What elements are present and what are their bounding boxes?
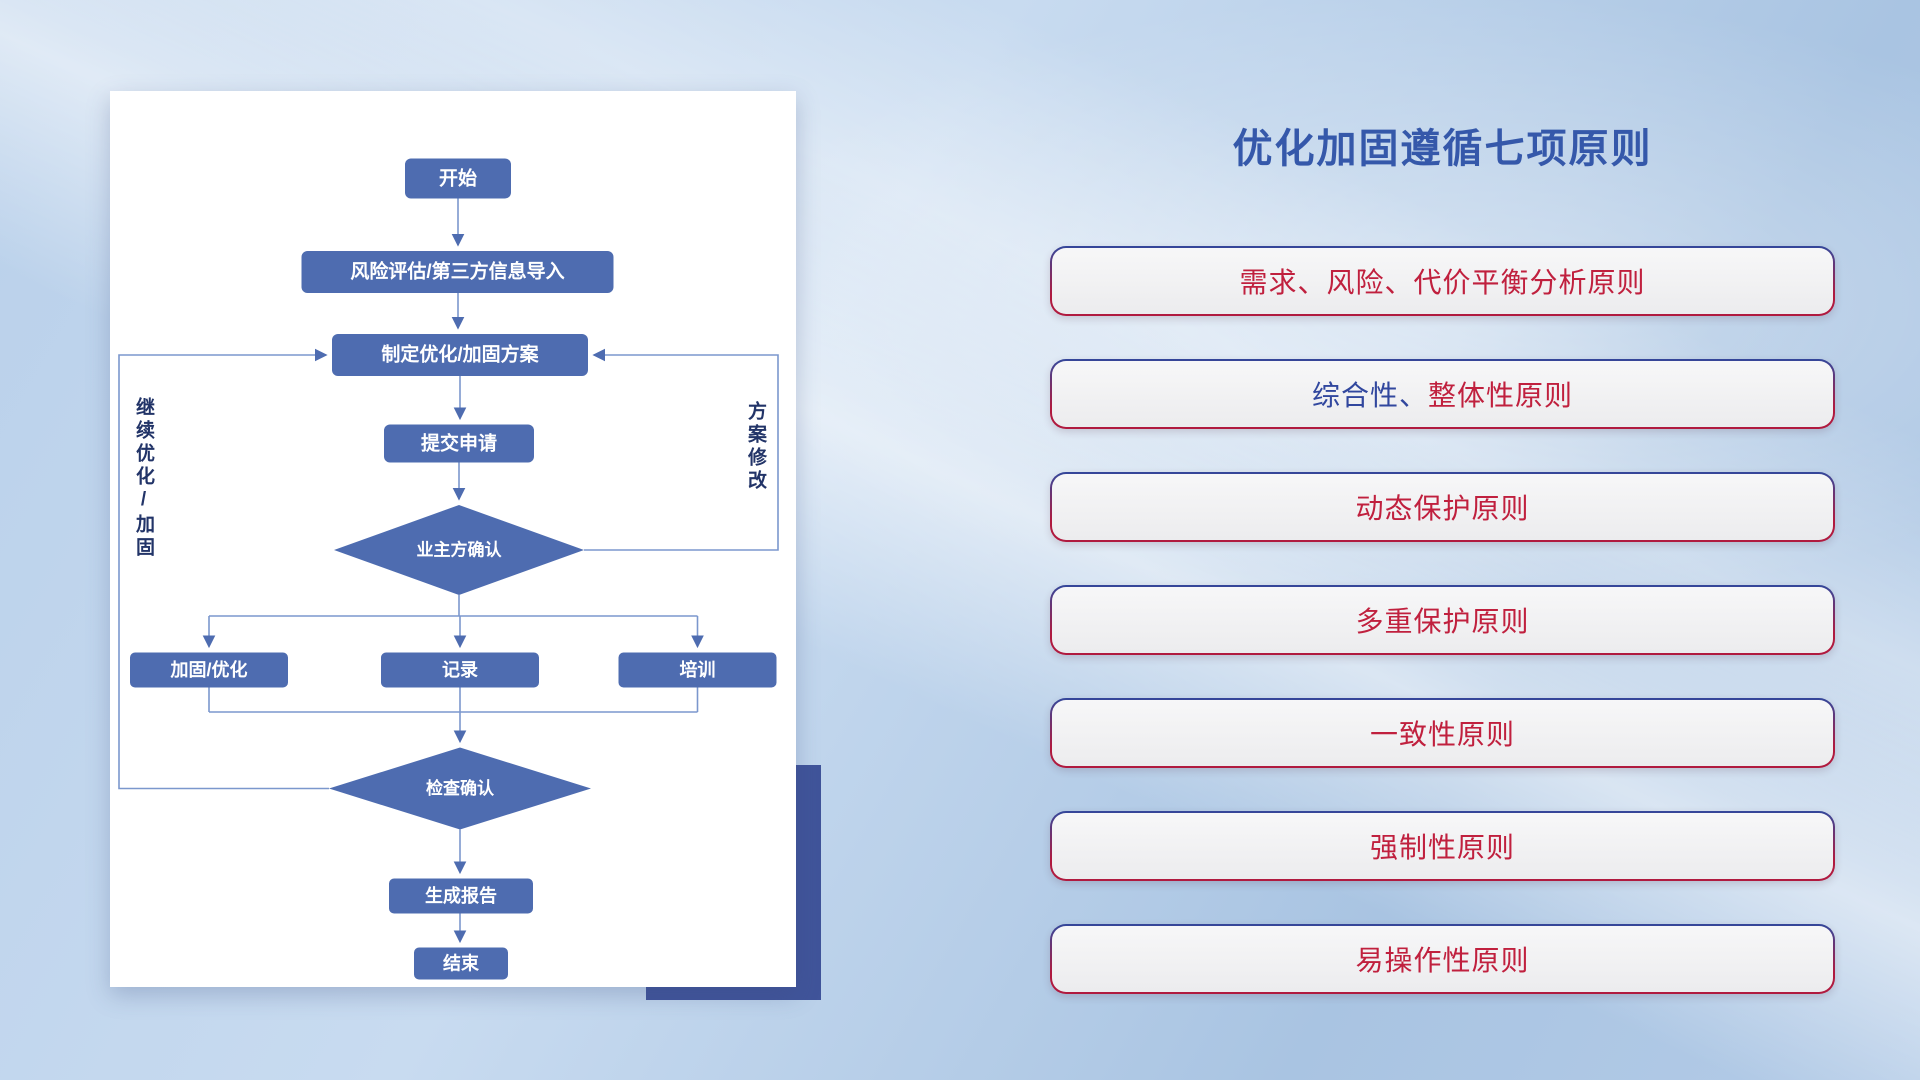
flow-node-record: 记录 [381, 652, 539, 688]
flow-decision-check-confirm: 检查确认 [329, 747, 591, 830]
flow-node-make-plan: 制定优化/加固方案 [332, 334, 588, 376]
flow-node-training: 培训 [618, 652, 777, 688]
flow-node-risk-import-label: 风险评估/第三方信息导入 [350, 260, 564, 283]
principle-label: 需求、风险、代价平衡分析原则 [1052, 248, 1833, 314]
flow-node-start: 开始 [405, 158, 511, 199]
principle-box: 多重保护原则 [1050, 585, 1835, 655]
principle-box: 强制性原则 [1050, 811, 1835, 881]
flow-connectors [118, 198, 779, 944]
principle-label: 一致性原则 [1052, 700, 1833, 766]
connector-loop-right [584, 348, 779, 551]
principle-box: 需求、风险、代价平衡分析原则 [1050, 246, 1835, 316]
flow-decision-owner-confirm-label: 业主方确认 [417, 540, 503, 560]
principle-label-segment: 动态保护原则 [1355, 493, 1530, 524]
flow-node-record-label: 记录 [442, 660, 478, 680]
principle-box: 易操作性原则 [1050, 924, 1835, 994]
flow-node-submit-application: 提交申请 [384, 424, 534, 463]
principles-list: 需求、风险、代价平衡分析原则综合性、整体性原则动态保护原则多重保护原则一致性原则… [1050, 246, 1835, 994]
loop-label-plan-revision: 方案修改 [745, 401, 766, 493]
flowchart-card: 开始 风险评估/第三方信息导入 制定优化/加固方案 提交申请 业主方确认 加固/ [110, 91, 796, 987]
flow-decision-check-confirm-label: 检查确认 [426, 778, 495, 798]
principle-box: 综合性、整体性原则 [1050, 359, 1835, 429]
flow-node-generate-report: 生成报告 [389, 878, 533, 914]
connector-loop-left [118, 348, 329, 790]
principle-label: 多重保护原则 [1052, 587, 1833, 653]
page-title: 优化加固遵循七项原则 [1232, 127, 1653, 171]
flow-node-end-label: 结束 [443, 953, 480, 974]
principle-label-segment: 综合性、 [1311, 380, 1428, 411]
flow-node-end: 结束 [414, 947, 508, 980]
principle-label-segment: 易操作性原则 [1355, 945, 1530, 976]
principle-label: 动态保护原则 [1052, 474, 1833, 540]
flow-node-reinforce-optimize: 加固/优化 [130, 652, 288, 688]
principle-label: 综合性、整体性原则 [1052, 361, 1833, 427]
flow-node-start-label: 开始 [439, 167, 477, 190]
flow-node-submit-application-label: 提交申请 [421, 432, 497, 455]
flow-node-reinforce-optimize-label: 加固/优化 [169, 659, 247, 680]
flow-node-make-plan-label: 制定优化/加固方案 [381, 343, 539, 366]
flow-node-risk-import: 风险评估/第三方信息导入 [301, 251, 614, 293]
flow-node-training-label: 培训 [680, 659, 716, 680]
principle-label-segment: 多重保护原则 [1355, 606, 1530, 637]
principle-box: 动态保护原则 [1050, 472, 1835, 542]
principle-label-segment: 整体性原则 [1428, 380, 1574, 411]
flow-node-generate-report-label: 生成报告 [425, 885, 497, 906]
principle-label-segment: 需求、风险、代价平衡分析原则 [1239, 267, 1646, 298]
flow-decision-owner-confirm: 业主方确认 [334, 505, 584, 595]
principle-box: 一致性原则 [1050, 698, 1835, 768]
principle-label: 强制性原则 [1052, 813, 1833, 879]
principle-label-segment: 强制性原则 [1369, 832, 1515, 863]
principle-label-segment: 一致性原则 [1369, 719, 1515, 750]
loop-label-continue-optimize: 继续优化/加固 [133, 397, 154, 560]
flowchart-svg: 开始 风险评估/第三方信息导入 制定优化/加固方案 提交申请 业主方确认 加固/ [118, 158, 779, 980]
principle-label: 易操作性原则 [1052, 926, 1833, 992]
